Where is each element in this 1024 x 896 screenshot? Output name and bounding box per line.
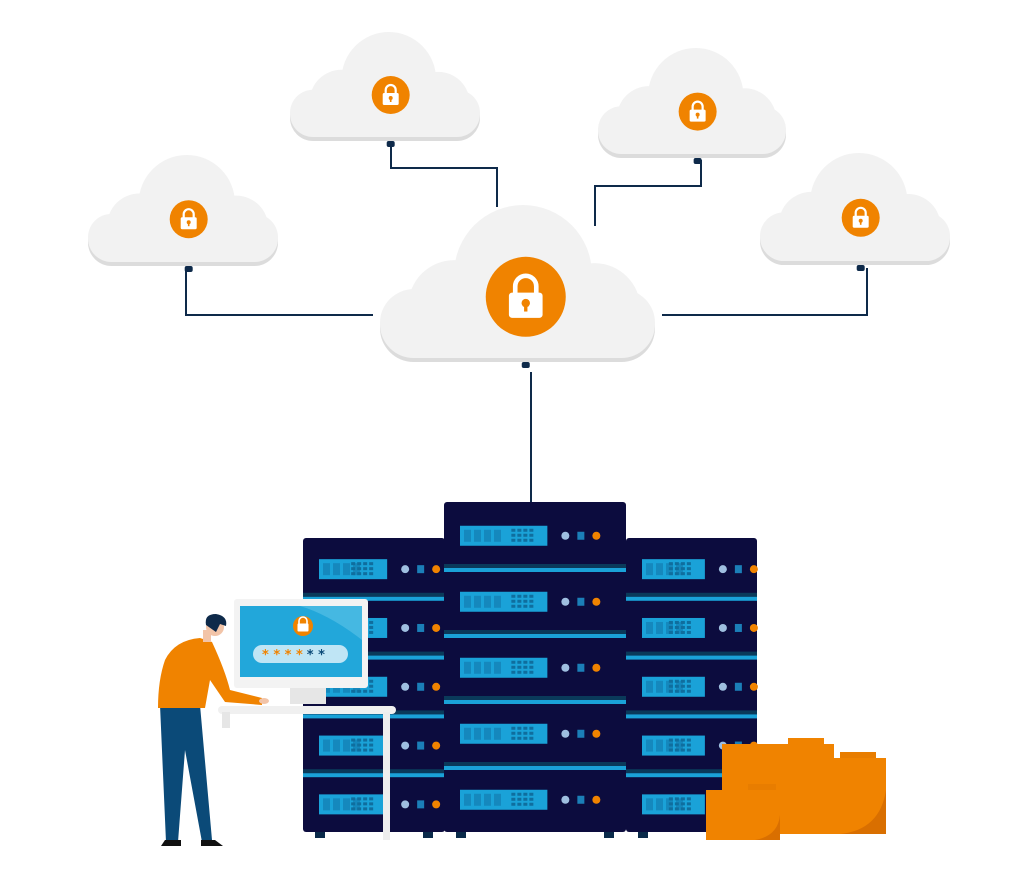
server-rack-center <box>444 502 626 838</box>
status-light <box>592 531 601 540</box>
status-light <box>432 682 441 691</box>
status-light <box>432 623 441 632</box>
server-unit <box>642 559 758 580</box>
lock-icon <box>485 256 566 337</box>
status-light <box>432 741 441 750</box>
server-unit <box>460 525 601 546</box>
status-light <box>432 800 441 809</box>
password-remaining: * * <box>307 648 325 663</box>
lock-icon <box>293 616 313 636</box>
status-light <box>561 795 570 804</box>
status-light <box>401 800 410 809</box>
status-light <box>592 795 601 804</box>
drive-panel <box>460 525 548 546</box>
cloud-center <box>380 205 655 368</box>
status-light <box>401 623 410 632</box>
file-folders <box>706 738 886 840</box>
cloud-top-left <box>290 32 480 147</box>
lock-icon <box>371 76 410 114</box>
lock-icon <box>678 92 717 131</box>
server-unit <box>444 762 626 810</box>
status-light <box>749 682 758 691</box>
server-unit <box>444 630 626 678</box>
status-light <box>401 682 410 691</box>
computer-monitor: * * * * * * <box>234 599 368 704</box>
drive-panel <box>460 657 548 678</box>
connector-right <box>662 268 868 316</box>
lock-icon <box>841 198 880 237</box>
connector-top-right <box>594 160 702 226</box>
status-light <box>561 531 570 540</box>
drive-panel <box>460 591 548 612</box>
status-light <box>561 597 570 606</box>
server-unit <box>319 559 441 580</box>
status-light <box>401 565 410 574</box>
status-light <box>401 741 410 750</box>
cable-plug <box>184 266 193 272</box>
cable-plug <box>521 362 530 368</box>
drive-panel <box>460 789 548 810</box>
cable-plug <box>856 265 865 271</box>
desk <box>218 706 396 840</box>
cable-plug <box>386 141 395 147</box>
status-light <box>749 565 758 574</box>
cloud-left <box>88 155 278 272</box>
cloud-top-right <box>598 47 786 164</box>
status-light <box>749 623 758 632</box>
status-light <box>432 565 441 574</box>
lock-icon <box>169 200 208 239</box>
status-light <box>561 663 570 672</box>
network-connectors <box>185 143 868 502</box>
server-unit <box>626 592 758 638</box>
status-light <box>561 729 570 738</box>
drive-panel <box>460 723 548 744</box>
person-at-computer <box>158 614 269 846</box>
server-unit <box>303 769 445 815</box>
cloud-right <box>760 153 950 271</box>
password-typed: * * * * <box>262 648 303 663</box>
server-unit <box>444 696 626 744</box>
status-light <box>592 597 601 606</box>
status-light <box>592 663 601 672</box>
status-light <box>718 565 727 574</box>
connector-top-left <box>390 143 498 207</box>
status-light <box>718 623 727 632</box>
status-light <box>592 729 601 738</box>
password-field[interactable] <box>253 645 348 663</box>
server-unit <box>626 651 758 697</box>
svg-text:* * * ** *: * * * * * * <box>262 648 325 663</box>
server-unit <box>444 564 626 612</box>
status-light <box>718 682 727 691</box>
cable-plug <box>693 158 702 164</box>
connector-left <box>185 268 373 316</box>
server-rack-right <box>626 538 758 838</box>
